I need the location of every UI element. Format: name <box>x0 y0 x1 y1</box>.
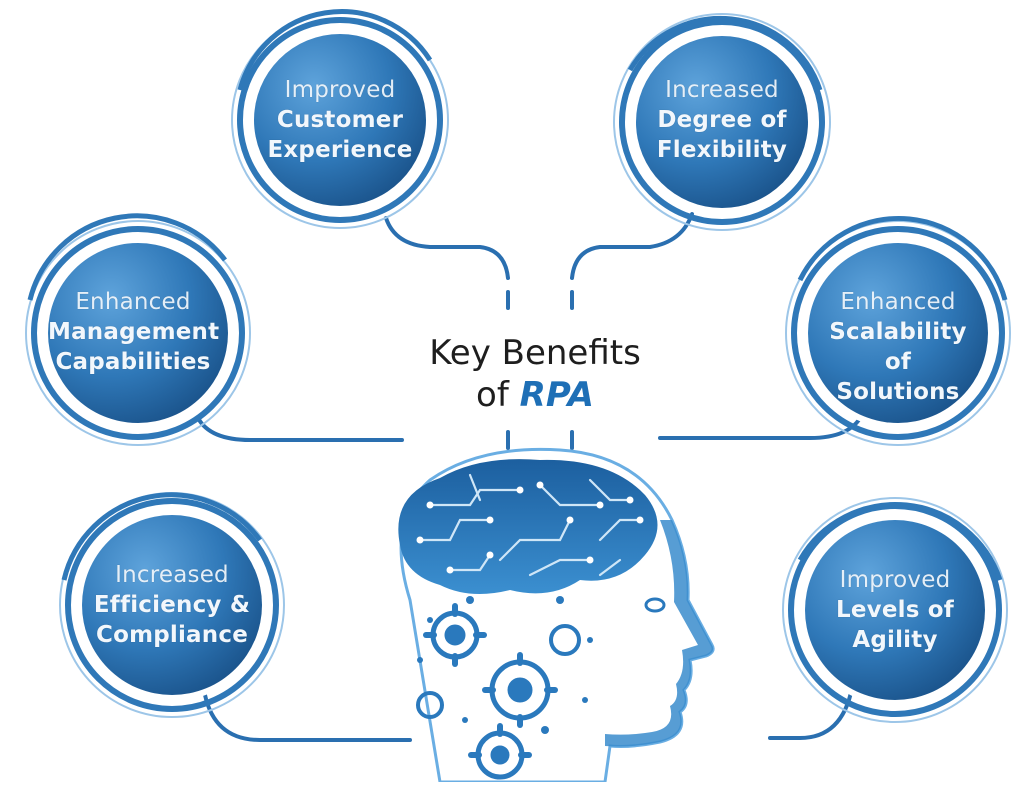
brain-circuit-icon <box>398 459 658 594</box>
connector-agility <box>768 686 854 740</box>
connector-scalability <box>658 413 864 440</box>
benefit-label-customer-experience: Improved Customer Experience <box>267 77 413 163</box>
connector-efficiency <box>203 693 412 742</box>
bubble-flexibility <box>613 13 831 231</box>
center-title-highlight: RPA <box>519 375 594 415</box>
benefit-label-flexibility: Increased Degree of Flexibility <box>656 77 788 163</box>
gear-teeth <box>423 603 558 758</box>
bubble-agility <box>782 497 1008 723</box>
circuit-dots <box>417 596 593 734</box>
bubble-scalability <box>785 215 1011 446</box>
benefit-label-management: Enhanced Management Capabilities <box>48 289 220 375</box>
benefit-label-scalability: Enhanced Scalability of Solutions <box>829 289 967 405</box>
connector-customer-experience <box>384 216 510 280</box>
connector-flexibility <box>570 212 694 280</box>
benefit-label-efficiency: Increased Efficiency & Compliance <box>93 562 251 648</box>
center-title-line2: of RPA <box>395 374 675 416</box>
head-profile-icon <box>399 447 715 784</box>
center-title-line1: Key Benefits <box>429 333 641 373</box>
connector-management <box>196 416 404 442</box>
bubble-management <box>25 213 251 446</box>
benefit-label-agility: Improved Levels of Agility <box>835 567 955 653</box>
gear-icon <box>416 610 581 780</box>
center-title-prefix: of <box>476 375 509 415</box>
bubble-efficiency <box>59 492 285 718</box>
bubble-customer-experience <box>231 9 449 229</box>
center-title: Key Benefits of RPA <box>395 332 675 416</box>
